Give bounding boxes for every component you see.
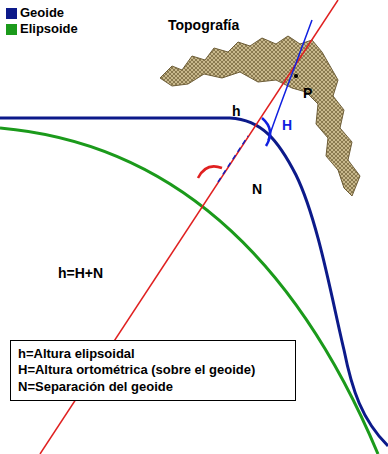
geoid-separation xyxy=(218,136,248,182)
topography xyxy=(160,36,360,196)
definition-text: H=Altura ortométrica (sobre el geoide) xyxy=(18,362,288,378)
legend-swatch xyxy=(6,8,17,19)
definition-text: N=Separación del geoide xyxy=(18,379,288,395)
legend-swatch xyxy=(6,24,17,35)
definition-box: h=Altura elipsoidalH=Altura ortométrica … xyxy=(10,340,296,401)
ellipsoid-curve xyxy=(0,128,378,454)
formula-label: h=H+N xyxy=(58,266,103,281)
height-label: H xyxy=(282,118,292,133)
right-angle-mark xyxy=(262,118,270,146)
legend-text: Elipsoide xyxy=(20,22,78,36)
plumb-line xyxy=(268,20,312,140)
height-label: N xyxy=(252,182,262,197)
point-p xyxy=(294,74,298,78)
legend-text: Geoide xyxy=(20,6,64,20)
right-angle-mark xyxy=(198,166,222,178)
geoid-curve xyxy=(0,118,388,446)
definition-text: h=Altura elipsoidal xyxy=(18,346,288,362)
point-label: P xyxy=(303,86,312,101)
topography-label: Topografía xyxy=(168,18,239,33)
height-label: h xyxy=(232,104,241,119)
